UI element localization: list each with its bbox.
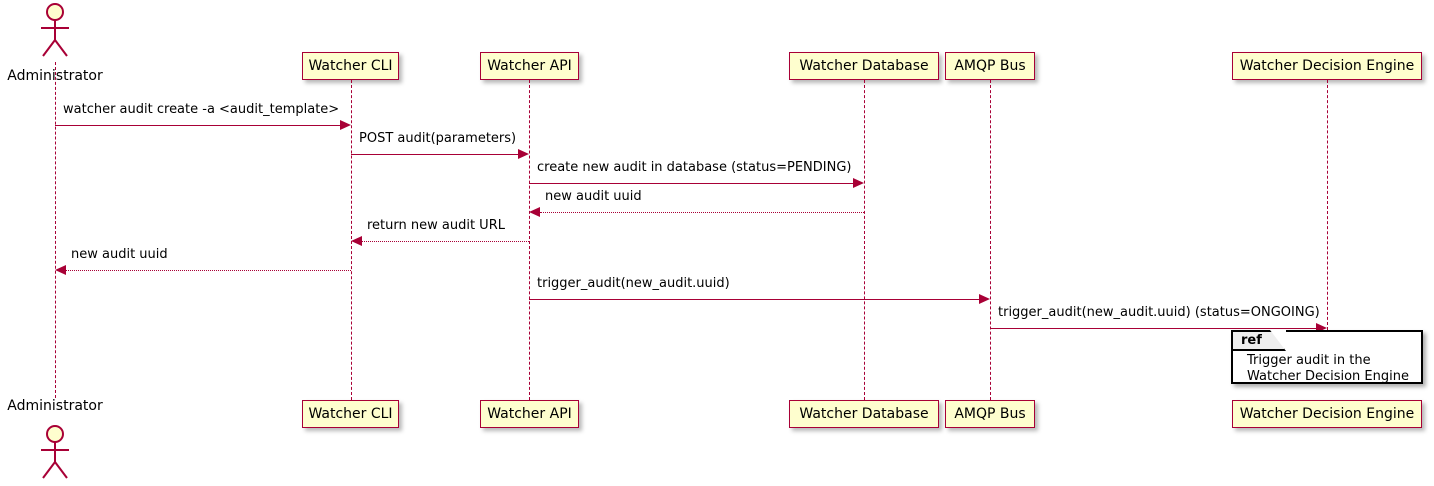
participant-cli-bottom[interactable]: Watcher CLI xyxy=(302,400,399,428)
message-arrowhead-8 xyxy=(1316,323,1327,333)
ref-fragment-tab-label: ref xyxy=(1241,333,1262,348)
lifeline-administrator xyxy=(55,62,56,398)
message-arrowhead-3 xyxy=(853,178,864,188)
message-line-6 xyxy=(66,270,351,271)
message-line-2 xyxy=(351,154,518,155)
lifeline-database xyxy=(864,80,865,400)
actor-figure-top xyxy=(41,3,69,57)
ref-fragment-line-1: Trigger audit in the xyxy=(1247,353,1371,368)
ref-fragment-tab: ref xyxy=(1233,330,1286,351)
message-arrowhead-7 xyxy=(979,294,990,304)
message-line-5 xyxy=(362,241,529,242)
participant-amqp-top[interactable]: AMQP Bus xyxy=(945,52,1035,80)
message-arrowhead-4 xyxy=(529,207,540,217)
message-label-1: watcher audit create -a <audit_template> xyxy=(63,102,340,117)
actor-figure-bottom xyxy=(41,425,69,479)
participant-decision-engine-top[interactable]: Watcher Decision Engine xyxy=(1232,52,1422,80)
participant-amqp-bottom[interactable]: AMQP Bus xyxy=(945,400,1035,428)
lifeline-decision-engine xyxy=(1327,80,1328,330)
message-label-5: return new audit URL xyxy=(367,218,505,233)
message-arrowhead-1 xyxy=(340,120,351,130)
message-line-8 xyxy=(990,328,1316,329)
message-line-3 xyxy=(529,183,853,184)
ref-fragment: ref Trigger audit in the Watcher Decisio… xyxy=(1231,330,1423,384)
message-line-4 xyxy=(540,212,864,213)
message-arrowhead-2 xyxy=(518,149,529,159)
message-label-3: create new audit in database (status=PEN… xyxy=(537,160,852,175)
message-arrowhead-5 xyxy=(351,236,362,246)
participant-database-top[interactable]: Watcher Database xyxy=(789,52,939,80)
participant-decision-engine-bottom[interactable]: Watcher Decision Engine xyxy=(1232,400,1422,428)
actor-label-bottom: Administrator xyxy=(7,398,103,414)
participant-api-top[interactable]: Watcher API xyxy=(480,52,579,80)
message-line-1 xyxy=(55,125,340,126)
ref-fragment-line-2: Watcher Decision Engine xyxy=(1247,369,1409,384)
participant-cli-top[interactable]: Watcher CLI xyxy=(302,52,399,80)
ref-fragment-body: Trigger audit in the Watcher Decision En… xyxy=(1247,353,1409,385)
participant-database-bottom[interactable]: Watcher Database xyxy=(789,400,939,428)
message-label-8: trigger_audit(new_audit.uuid) (status=ON… xyxy=(998,305,1320,320)
lifeline-amqp xyxy=(990,80,991,400)
message-label-4: new audit uuid xyxy=(545,189,642,204)
message-label-6: new audit uuid xyxy=(71,247,168,262)
participant-api-bottom[interactable]: Watcher API xyxy=(480,400,579,428)
message-label-7: trigger_audit(new_audit.uuid) xyxy=(537,276,730,291)
message-label-2: POST audit(parameters) xyxy=(359,131,517,146)
lifeline-api xyxy=(529,80,530,400)
message-arrowhead-6 xyxy=(55,265,66,275)
message-line-7 xyxy=(529,299,979,300)
